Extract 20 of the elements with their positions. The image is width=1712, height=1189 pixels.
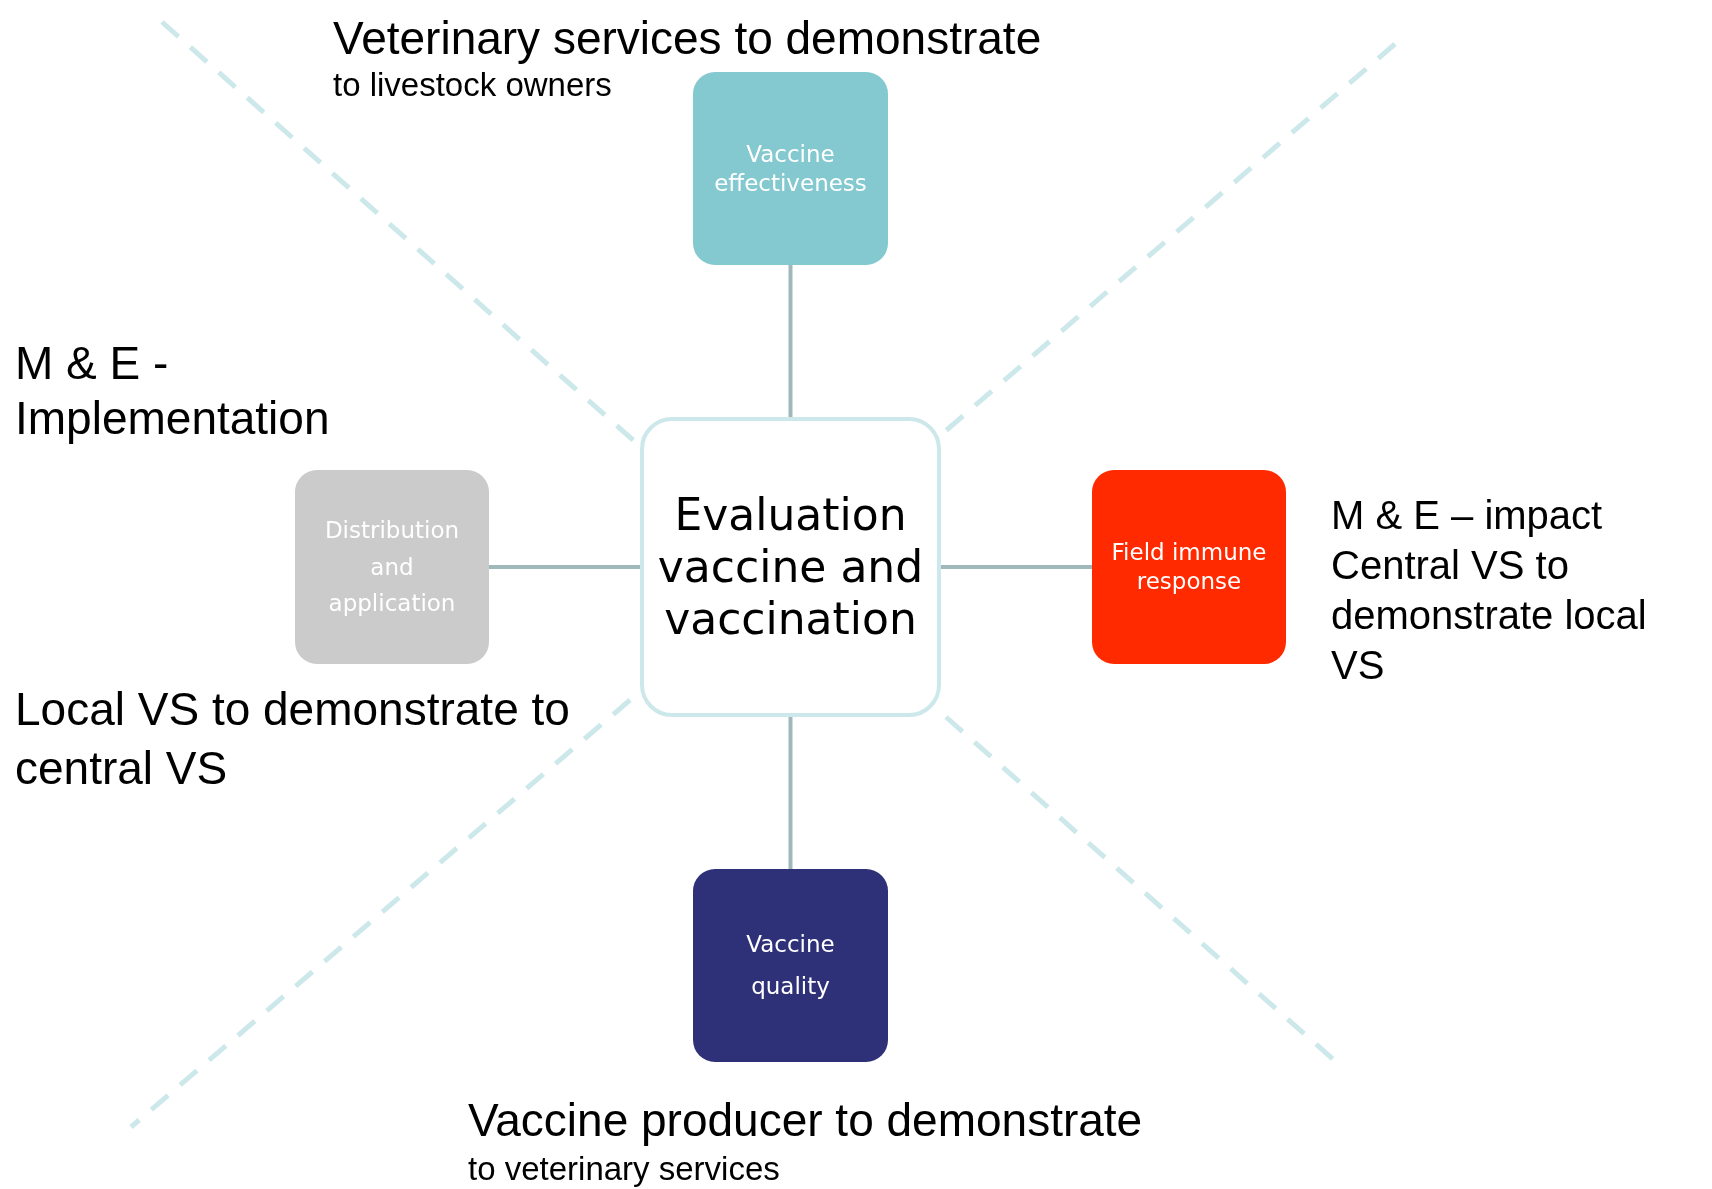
topic-box xyxy=(693,72,888,265)
box-label: Vaccine effectiveness xyxy=(713,139,868,198)
topic-box xyxy=(295,470,489,664)
connector-line xyxy=(941,565,1092,569)
annotation-text: Local VS to demonstrate to central VS xyxy=(15,682,571,796)
topic-box xyxy=(1092,470,1286,664)
annotation-text: M & E – impact Central VS to demonstrate local VS xyxy=(1331,492,1648,689)
annotation-text: Vaccine producer to demonstrate xyxy=(468,1093,1144,1148)
connector-line xyxy=(788,265,793,417)
annotation-text: to livestock owners xyxy=(333,65,613,105)
annotation-text: Veterinary services to demonstrate xyxy=(333,11,1043,66)
annotation-text: to veterinary services xyxy=(468,1149,781,1189)
annotation-text: M & E - Implementation xyxy=(15,336,331,447)
connector-line xyxy=(489,565,640,569)
central-box xyxy=(640,417,941,717)
connector-line xyxy=(788,717,793,869)
box-label: Vaccine quality xyxy=(745,930,836,1001)
topic-box xyxy=(693,869,888,1062)
box-label: Evaluation vaccine and vaccination xyxy=(656,489,925,645)
box-label: Field immune response xyxy=(1110,538,1268,596)
